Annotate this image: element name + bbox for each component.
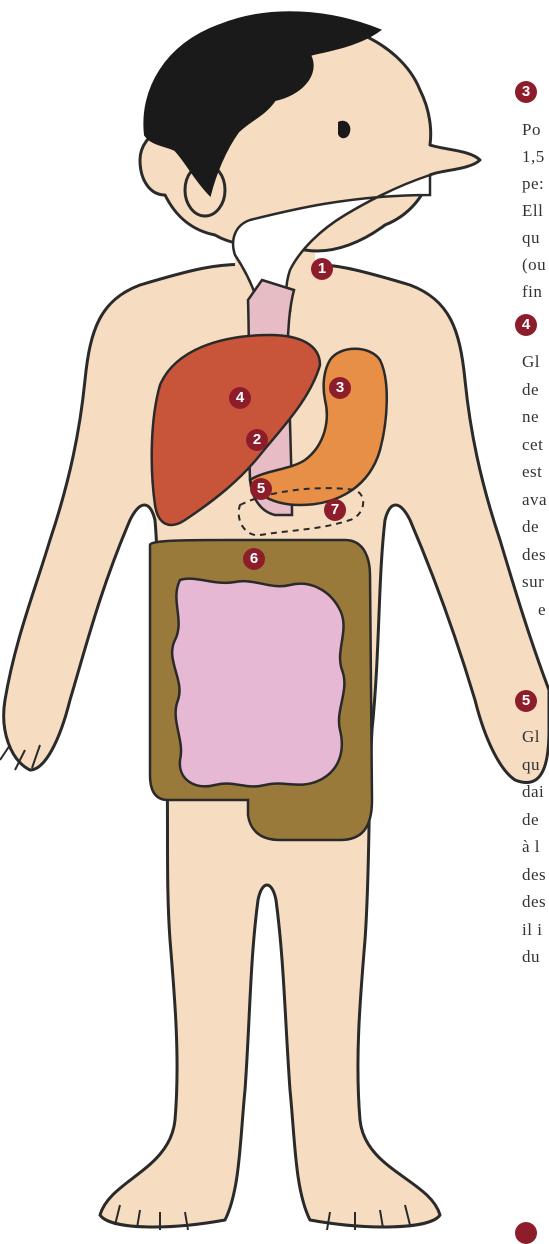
marker-5: 5 — [250, 478, 272, 500]
section-3-line: qu — [522, 228, 540, 248]
marker-4: 4 — [229, 387, 251, 409]
section-4-line: de — [522, 517, 539, 537]
section-4-number: 4 — [515, 314, 537, 336]
section-4-line: ne — [522, 407, 539, 427]
section-3-line: (ou — [522, 255, 546, 275]
section-5-line: dai — [522, 782, 544, 802]
section-4-line: de — [522, 380, 539, 400]
section-4-line: est — [522, 462, 542, 482]
section-5-number: 5 — [515, 690, 537, 712]
section-5-line: à l — [522, 837, 540, 857]
section-4-line: Gl — [522, 352, 540, 372]
section-4-line: e — [538, 600, 546, 620]
section-4-line: cet — [522, 435, 543, 455]
section-next-number — [515, 1222, 537, 1244]
section-4-line: ava — [522, 490, 547, 510]
section-5-line: Gl — [522, 727, 540, 747]
section-3-line: Ell — [522, 201, 543, 221]
section-3-line: fin — [522, 282, 542, 302]
section-5-line: il i — [522, 920, 542, 940]
section-3-line: 1,5 — [522, 147, 545, 167]
marker-3: 3 — [329, 377, 351, 399]
section-5-line: du — [522, 947, 540, 967]
section-5-line: de — [522, 810, 539, 830]
section-5-line: des — [522, 865, 546, 885]
section-5-line: qu — [522, 755, 540, 775]
marker-7: 7 — [324, 499, 346, 521]
marker-6: 6 — [243, 548, 265, 570]
marker-2: 2 — [246, 429, 268, 451]
section-4-line: des — [522, 545, 546, 565]
section-3-number: 3 — [515, 81, 537, 103]
section-5-line: des — [522, 892, 546, 912]
marker-1: 1 — [311, 258, 333, 280]
small-intestine — [172, 579, 344, 787]
section-3-line: pe: — [522, 174, 544, 194]
section-3-line: Po — [522, 120, 541, 140]
section-4-line: sur — [522, 572, 544, 592]
